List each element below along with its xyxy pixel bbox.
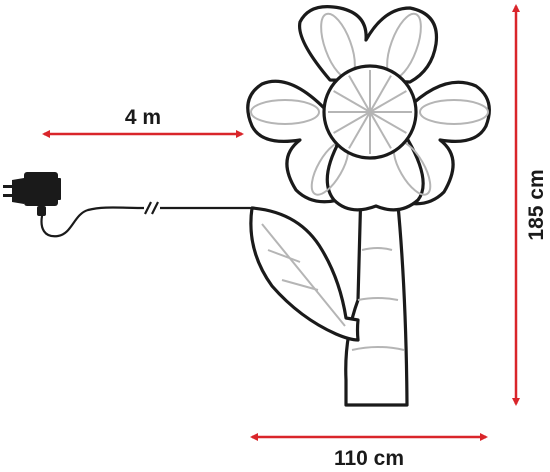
flower-stem bbox=[344, 148, 409, 407]
width-label: 110 cm bbox=[334, 447, 404, 470]
center-spoke bbox=[369, 75, 392, 113]
flower-inner-lines bbox=[250, 12, 489, 351]
center-spoke bbox=[369, 90, 407, 113]
cable-break-icon bbox=[144, 200, 160, 216]
cable-length-dimension: 4 m bbox=[42, 106, 244, 138]
height-label: 185 cm bbox=[525, 169, 548, 240]
center-spoke bbox=[369, 111, 407, 134]
center-spoke bbox=[369, 111, 392, 149]
power-cable bbox=[40, 206, 252, 238]
center-spoke bbox=[348, 111, 371, 149]
center-spoke bbox=[333, 90, 371, 113]
flower-center bbox=[322, 64, 418, 160]
center-spoke bbox=[333, 111, 371, 134]
width-dimension: 110 cm bbox=[250, 433, 488, 470]
height-dimension: 185 cm bbox=[512, 4, 548, 406]
center-spoke bbox=[348, 75, 371, 113]
power-adapter-icon bbox=[3, 172, 61, 216]
flower-outline bbox=[246, 5, 491, 407]
flower-leaf bbox=[249, 206, 360, 342]
cable-length-label: 4 m bbox=[125, 106, 161, 129]
